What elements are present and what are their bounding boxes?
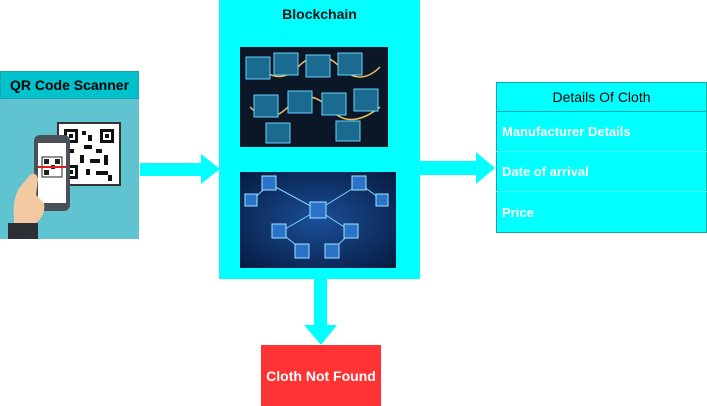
- blockchain-image-network: [240, 172, 396, 268]
- arrow-blockchain-to-notfound: [304, 279, 337, 345]
- details-title: Details Of Cloth: [496, 82, 707, 112]
- detail-date-of-arrival: Date of arrival: [496, 152, 707, 192]
- arrow-blockchain-to-details: [420, 152, 495, 184]
- arrow-qr-to-blockchain: [140, 154, 220, 184]
- details-panel: [496, 82, 707, 233]
- blockchain-title: Blockchain: [282, 6, 357, 22]
- blockchain-image-blocks: [240, 47, 388, 147]
- detail-price: Price: [502, 204, 534, 220]
- qr-scanner-illustration: [0, 99, 139, 239]
- detail-manufacturer: Manufacturer Details: [496, 112, 707, 152]
- qr-scanner-title: QR Code Scanner: [0, 71, 139, 99]
- cloth-not-found-box: Cloth Not Found: [261, 345, 381, 406]
